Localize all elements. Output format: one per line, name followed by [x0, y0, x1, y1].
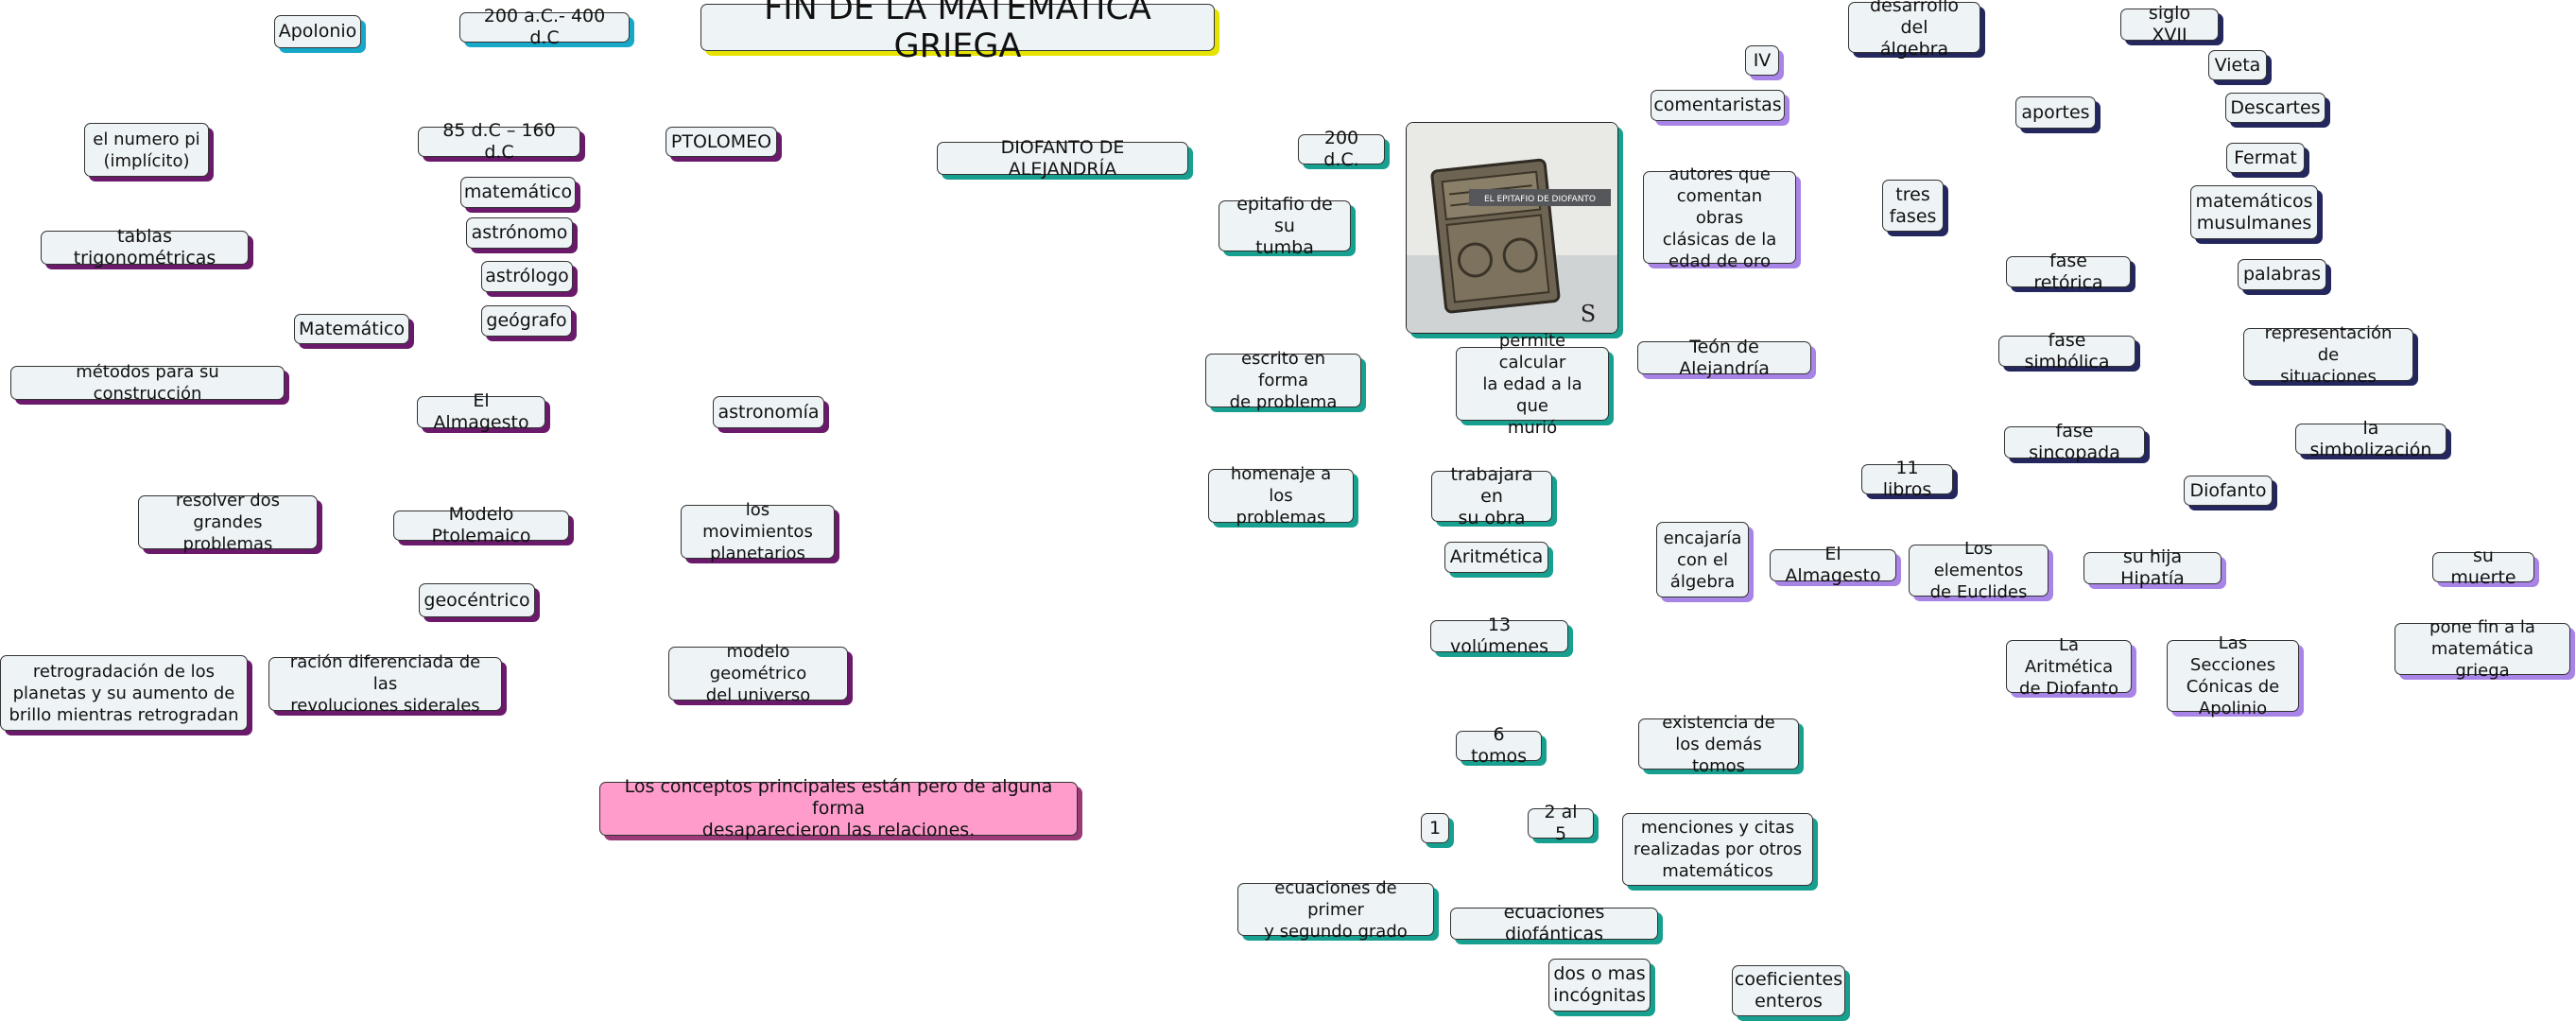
node-fase-sincopada[interactable]: fase sincopada: [2004, 421, 2145, 463]
node-permite[interactable]: permite calcular la edad a la que murió: [1456, 331, 1609, 438]
node-metodos[interactable]: métodos para su construcción: [10, 362, 285, 404]
node-hipatia[interactable]: su hija Hipatía: [2083, 546, 2222, 589]
node-coeficientes[interactable]: coeficientes enteros: [1732, 965, 1845, 1016]
node-tres-fases[interactable]: tres fases: [1882, 180, 1944, 232]
node-musulmanes[interactable]: matemáticos musulmanes: [2190, 185, 2318, 239]
node-uno[interactable]: 1: [1421, 813, 1449, 843]
node-matematico[interactable]: matemático: [460, 177, 576, 208]
node-tablas[interactable]: tablas trigonométricas: [41, 226, 249, 268]
node-menciones[interactable]: menciones y citas realizadas por otros m…: [1622, 813, 1813, 886]
node-desarrollo[interactable]: desarrollo del álgebra: [1848, 0, 1980, 60]
node-aportes[interactable]: aportes: [2015, 96, 2096, 129]
node-apolonio[interactable]: Apolonio: [274, 15, 361, 48]
node-almagesto-2[interactable]: El Almagesto: [1770, 544, 1896, 586]
node-astronomia[interactable]: astronomía: [713, 396, 824, 428]
node-trabajara[interactable]: trabajara en su obra: [1431, 464, 1552, 528]
node-volumenes[interactable]: 13 volúmenes: [1430, 614, 1568, 657]
node-fase-simbolica[interactable]: fase simbólica: [1998, 330, 2135, 372]
node-almagesto[interactable]: El Almagesto: [417, 390, 545, 433]
node-iv[interactable]: IV: [1745, 45, 1779, 76]
node-astrologo[interactable]: astrólogo: [481, 261, 573, 292]
node-secciones[interactable]: Las Secciones Cónicas de Apolinio: [2167, 633, 2299, 718]
node-simbolizacion[interactable]: la simbolización: [2295, 418, 2446, 460]
node-modelo-geometrico[interactable]: modelo geométrico del universo: [668, 642, 848, 705]
node-pone-fin[interactable]: pone fin a la matemática griega: [2394, 617, 2570, 681]
node-su-muerte[interactable]: su muerte: [2432, 545, 2534, 588]
node-dos-al-cinco[interactable]: 2 al 5: [1528, 802, 1594, 844]
node-ecuaciones-grado[interactable]: ecuaciones de primer y segundo grado: [1237, 878, 1434, 942]
node-comentaristas[interactable]: comentaristas: [1651, 90, 1785, 121]
tablet-icon: EL EPITAFIO DE DIOFANTO S: [1407, 123, 1617, 333]
node-vieta[interactable]: Vieta: [2208, 50, 2267, 80]
node-siglo[interactable]: siglo XVII: [2120, 3, 2219, 45]
node-homenaje[interactable]: homenaje a los problemas: [1208, 464, 1354, 528]
node-ptolomeo[interactable]: PTOLOMEO: [666, 127, 777, 157]
node-tomos[interactable]: 6 tomos: [1456, 724, 1542, 767]
node-encajaria[interactable]: encajaría con el álgebra: [1656, 522, 1749, 597]
node-numero-pi[interactable]: el numero pi (implícito): [84, 123, 209, 177]
epitafio-image[interactable]: EL EPITAFIO DE DIOFANTO S: [1406, 122, 1618, 334]
node-matematico-apolonio[interactable]: Matemático: [294, 314, 409, 344]
node-fermat[interactable]: Fermat: [2226, 143, 2305, 173]
node-elementos[interactable]: Los elementos de Euclides: [1909, 539, 2049, 602]
node-descartes[interactable]: Descartes: [2225, 93, 2325, 123]
node-fecha-apolonio[interactable]: 200 a.C.- 400 d.C: [459, 6, 630, 48]
node-epitafio[interactable]: epitafio de su tumba: [1219, 194, 1351, 258]
map-title[interactable]: FIN DE LA MATEMÁTICA GRIEGA: [700, 0, 1215, 65]
node-existencia[interactable]: existencia de los demás tomos: [1638, 713, 1799, 776]
node-astronomo[interactable]: astrónomo: [466, 217, 573, 249]
node-fecha-diofanto[interactable]: 200 d.C.: [1298, 128, 1385, 170]
node-diofanto[interactable]: DIOFANTO DE ALEJANDRÍA: [937, 137, 1188, 180]
node-modelo-ptolemaico[interactable]: Modelo Ptolemaico: [393, 504, 569, 546]
node-aritmetica-diofanto[interactable]: La Aritmética de Diofanto: [2006, 635, 2132, 699]
node-aritmetica[interactable]: Aritmética: [1444, 542, 1548, 573]
node-palabras[interactable]: palabras: [2238, 259, 2326, 290]
node-geocentrico[interactable]: geocéntrico: [419, 583, 535, 617]
node-teon[interactable]: Teón de Alejandría: [1637, 337, 1811, 379]
note-box[interactable]: Los conceptos principales están pero de …: [599, 776, 1078, 840]
image-caption: EL EPITAFIO DE DIOFANTO: [1484, 195, 1596, 204]
node-geografo[interactable]: geógrafo: [481, 305, 572, 337]
node-ecuaciones-diofanticas[interactable]: ecuaciones diofánticas: [1450, 902, 1658, 944]
node-fecha-ptolomeo[interactable]: 85 d.C – 160 d.C: [418, 120, 580, 163]
image-logo: S: [1581, 301, 1596, 327]
node-resolver[interactable]: resolver dos grandes problemas: [138, 491, 318, 554]
node-autores[interactable]: autores que comentan obras clásicas de l…: [1643, 164, 1796, 271]
node-fase-retorica[interactable]: fase retórica: [2006, 251, 2131, 293]
node-racion[interactable]: ración diferenciada de las revoluciones …: [268, 652, 502, 716]
node-once-libros[interactable]: 11 libros: [1861, 458, 1953, 500]
node-movimientos[interactable]: los movimientos planetarios: [681, 500, 835, 563]
node-incognitas[interactable]: dos o mas incógnitas: [1548, 959, 1651, 1012]
node-representacion[interactable]: representación de situaciones: [2243, 323, 2413, 387]
node-diofanto-2[interactable]: Diofanto: [2184, 476, 2273, 506]
node-retrogradacion[interactable]: retrogradación de los planetas y su aume…: [0, 655, 248, 731]
node-escrito[interactable]: escrito en forma de problema: [1205, 349, 1361, 412]
